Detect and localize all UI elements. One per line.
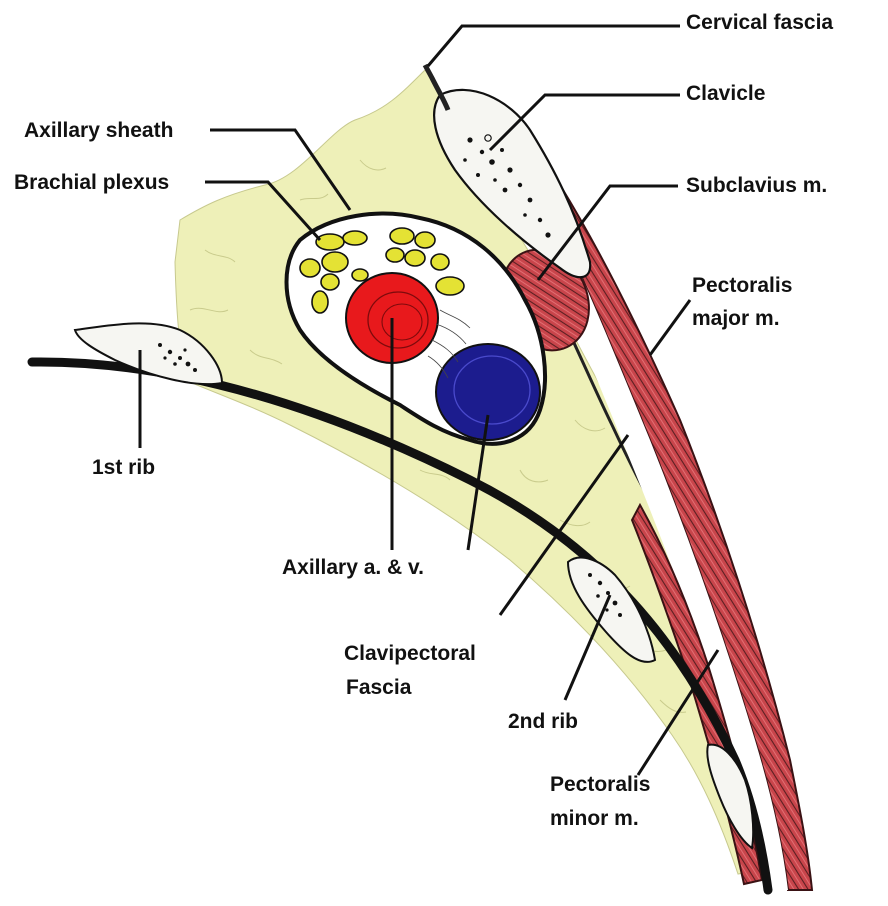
label-clavicle: Clavicle: [686, 82, 765, 105]
label-brachial-plexus: Brachial plexus: [14, 171, 169, 194]
leader-cervical-fascia: [428, 26, 680, 66]
label-pectoralis-minor-line2: minor m.: [550, 807, 639, 830]
label-clavipectoral-line1: Clavipectoral: [344, 642, 476, 665]
label-first-rib: 1st rib: [92, 456, 155, 479]
label-subclavius: Subclavius m.: [686, 174, 827, 197]
leader-pectoralis-major: [650, 300, 690, 355]
label-pectoralis-minor-line1: Pectoralis: [550, 773, 650, 796]
label-axillary-sheath: Axillary sheath: [24, 119, 173, 142]
label-pectoralis-major-line1: Pectoralis: [692, 274, 792, 297]
label-axillary-av: Axillary a. & v.: [282, 556, 424, 579]
label-cervical-fascia: Cervical fascia: [686, 11, 833, 34]
label-second-rib: 2nd rib: [508, 710, 578, 733]
axillary-vein: [436, 344, 540, 440]
label-pectoralis-major-line2: major m.: [692, 307, 780, 330]
label-clavipectoral-line2: Fascia: [346, 676, 412, 699]
